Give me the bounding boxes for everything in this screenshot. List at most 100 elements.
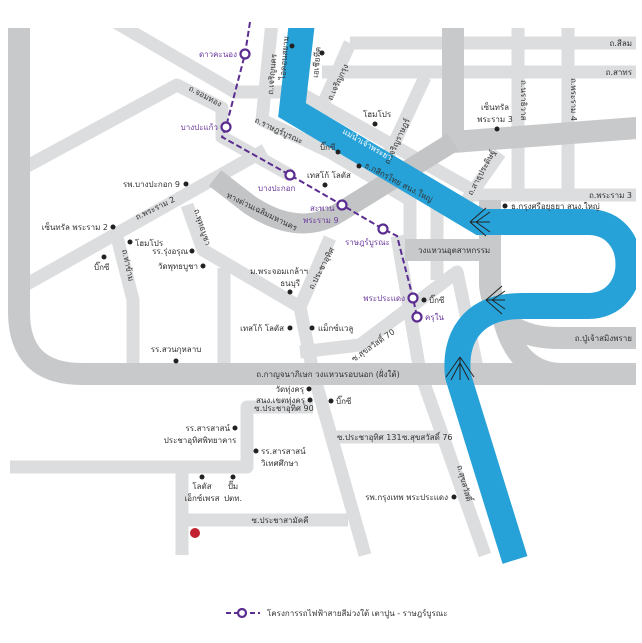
purple-line-stations — [220, 48, 423, 323]
road-phutthabucha — [180, 202, 304, 313]
place-label: บิ๊กซี — [94, 261, 110, 272]
place-marker — [309, 325, 315, 331]
place-label: รร.รุ่งอรุณ — [152, 247, 188, 256]
road-charoenkrung — [319, 40, 356, 103]
road-label: ถ.สาทร — [606, 68, 633, 77]
map-roads — [8, 28, 636, 564]
road-label: ถ.พระราม 4 — [569, 78, 578, 121]
station-rat-burana[interactable] — [377, 223, 389, 235]
place-label: เอเชียทีค — [311, 46, 323, 78]
place-label: ธ.กรุงศรีอยุธยา สนง.ใหญ่ — [511, 202, 600, 211]
legend: โครงการรถไฟฟ้าสายสีม่วงใต้ เตาปูน - ราษฎ… — [226, 607, 448, 619]
place-label: รพ.บางปะกอก 9 — [123, 180, 180, 189]
place-marker — [289, 43, 295, 49]
place-marker — [287, 325, 293, 331]
station-bang-pakok[interactable] — [284, 169, 296, 181]
place-label: เอ็กซ์เพรส — [185, 493, 220, 503]
station-dao-khanong[interactable] — [239, 48, 251, 60]
place-marker — [307, 397, 313, 403]
place-marker — [232, 425, 238, 431]
road-prachauthit90 — [10, 400, 313, 474]
place-label: รร.สารสาสน์ — [185, 423, 230, 433]
road-charoenrat — [377, 74, 431, 170]
place-marker — [421, 297, 427, 303]
station-label: บางปะแก้ว — [181, 123, 218, 132]
place-label: เทสโก้ โลตัส — [240, 323, 284, 333]
station-label: ราษฎร์บูรณะ — [345, 237, 390, 248]
place-label: ปตท. — [224, 494, 242, 503]
place-label: บิ๊กซี — [336, 395, 352, 406]
place-label: เซ็นทรัล — [481, 102, 509, 112]
place-label: สนง.เขตทุ่งครุ — [256, 396, 306, 405]
station-phra-pradaeng[interactable] — [407, 292, 419, 304]
place-marker — [328, 398, 334, 404]
station-khru-nai[interactable] — [411, 311, 423, 323]
bridge-icon — [445, 356, 475, 381]
purple-line-route — [220, 21, 418, 318]
place-label: รพ.กรุงเทพ พระประแดง — [365, 493, 448, 502]
road-label: ถ.กาญจนาภิเษก วงแหวนรอบนอก (ฝั่งใต้) — [256, 368, 399, 379]
place-label: วัดพุทธบูชา — [158, 262, 198, 272]
place-label: ปั๊ม — [228, 480, 238, 491]
road-label: ถ.เจริญนคร — [266, 53, 279, 95]
road-label: ซ.ประชาสามัคคี — [252, 516, 309, 525]
place-marker — [173, 358, 179, 364]
road-label: วงแหวนอุตสาหกรรม — [418, 246, 490, 255]
station-label: สะพาน — [310, 204, 335, 213]
place-marker — [253, 448, 259, 454]
road-label: ถ.สีลม — [610, 39, 632, 48]
place-label: วัดทุ่งครุ — [275, 385, 304, 394]
bridge-icon — [469, 207, 491, 237]
road-outer-ring — [8, 28, 636, 385]
place-marker — [127, 239, 133, 245]
place-label: รร.สารสาสน์ — [261, 446, 306, 456]
place-marker — [502, 203, 508, 209]
road-riverside — [296, 87, 494, 206]
place-marker — [101, 254, 107, 260]
place-marker — [322, 182, 328, 188]
station-bang-pakaeo[interactable] — [220, 121, 232, 133]
place-label: รร.สวนกุหลาบ — [151, 345, 202, 354]
place-marker — [319, 50, 325, 56]
chao-phraya-river — [278, 28, 636, 564]
road-expressway — [208, 133, 459, 234]
place-label: แม็กซ์แวลู — [318, 323, 353, 334]
place-marker — [287, 289, 293, 295]
road-label: ซ.ประชาอุทิศ 131 — [337, 433, 402, 442]
place-marker — [372, 121, 378, 127]
station-rama9-bridge[interactable] — [336, 199, 348, 211]
place-marker — [110, 224, 116, 230]
station-label: พระประแดง — [363, 294, 405, 303]
place-marker — [230, 474, 236, 480]
place-marker — [494, 126, 500, 132]
station-label: ครุใน — [425, 313, 445, 322]
station-label: ดาวคะนอง — [199, 50, 237, 59]
place-marker — [183, 181, 189, 187]
place-label: เซ็นทรัล พระราม 2 — [42, 222, 108, 232]
place-label: ม.พระจอมเกล้าฯ — [250, 267, 308, 276]
destination-marker[interactable] — [190, 528, 200, 538]
place-marker — [189, 248, 195, 254]
place-label: วิเทศศึกษา — [260, 459, 298, 468]
legend-label: โครงการรถไฟฟ้าสายสีม่วงใต้ เตาปูน - ราษฎ… — [267, 608, 448, 619]
place-label: ประชาอุทิศพิทยาคาร — [164, 436, 237, 445]
road-label: ซ.สุขสวัสดิ์ 76 — [402, 431, 453, 442]
station-label: บางปะกอก — [258, 184, 296, 193]
road-charoennakorn — [255, 28, 417, 250]
road-label: ถ.พระราม 3 — [589, 191, 632, 200]
place-marker — [200, 263, 206, 269]
place-label: ไอคอนสยาม — [278, 36, 291, 81]
place-label: บิ๊กซี — [429, 294, 445, 305]
place-label: โฮมโปร — [135, 238, 164, 248]
place-marker — [335, 149, 341, 155]
place-label: โฮมโปร — [363, 109, 392, 119]
road-label: ถ.ปู่เจ้าสมิงพราย — [575, 334, 632, 344]
place-marker — [306, 386, 312, 392]
place-label: บิ๊กซี — [320, 141, 336, 152]
purple-line-station-icon — [226, 607, 260, 619]
place-marker — [199, 474, 205, 480]
road-label: ถ.นราธิวาส — [519, 80, 528, 121]
road-prachauthit — [293, 235, 372, 557]
place-label: พระราม 3 — [477, 115, 513, 124]
